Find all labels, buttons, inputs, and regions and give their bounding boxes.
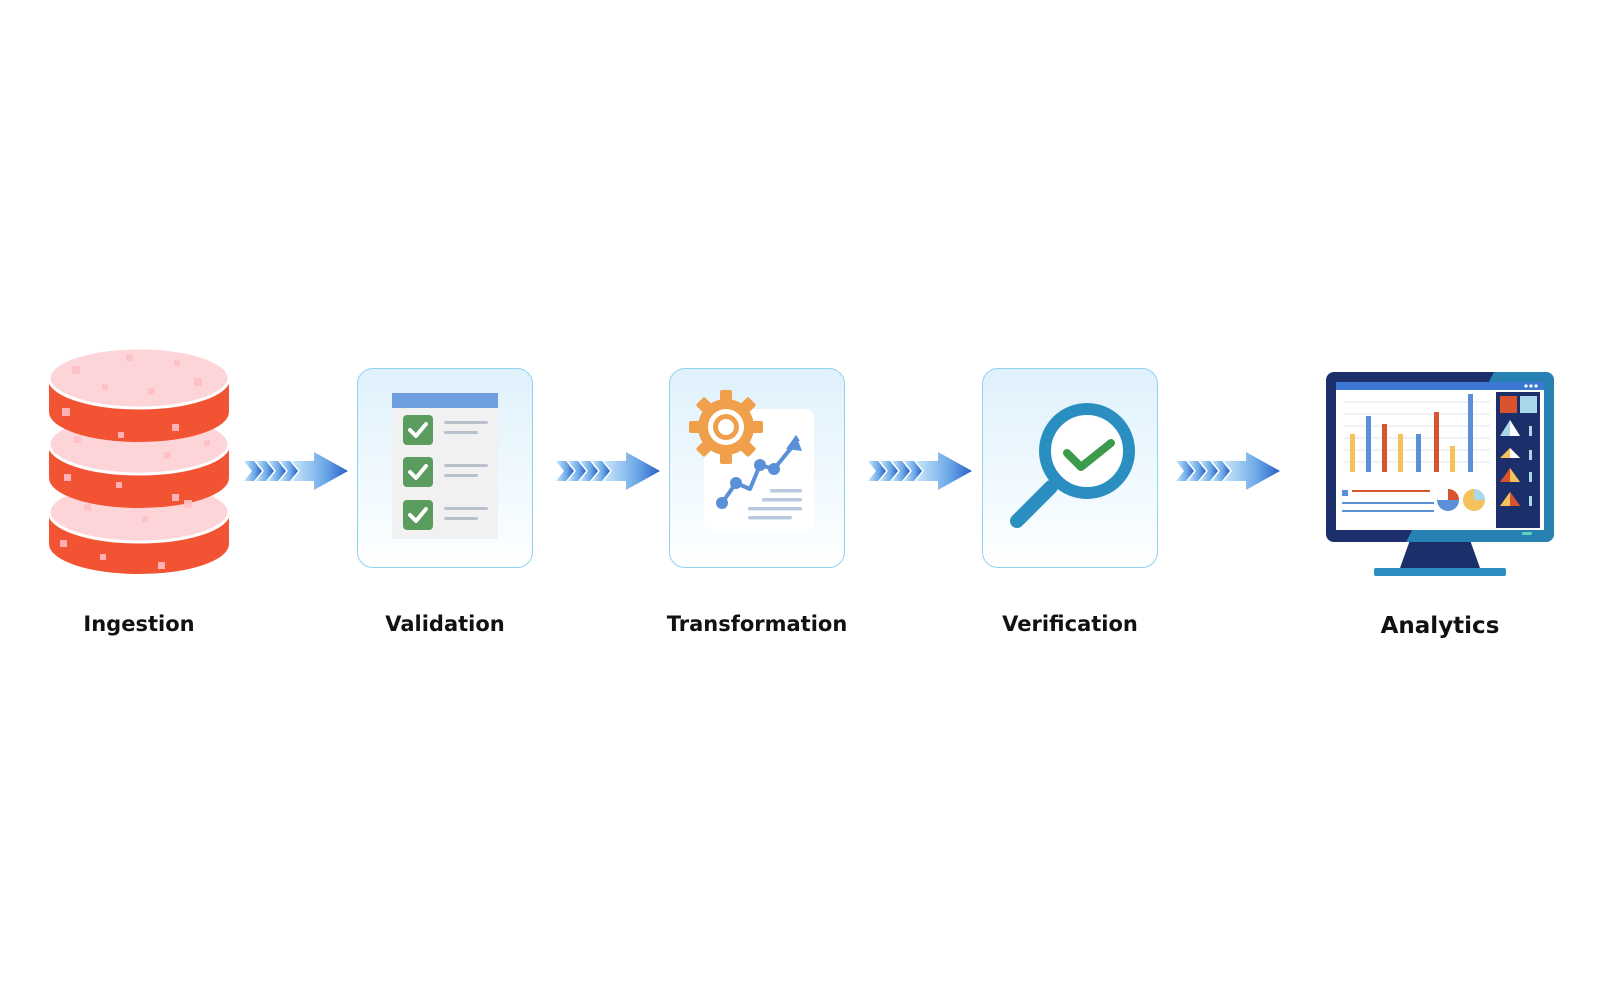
step-label-verification: Verification — [1002, 612, 1138, 636]
transformation-step — [669, 368, 845, 568]
arrow-icon — [868, 452, 972, 490]
analytics-step — [1326, 372, 1554, 582]
monitor-dashboard-icon — [1326, 372, 1554, 576]
step-label-transformation: Transformation — [666, 612, 848, 636]
ingestion-step — [44, 344, 234, 580]
arrow-icon — [556, 452, 660, 490]
step-label-analytics: Analytics — [1380, 613, 1500, 639]
arrow-icon — [1176, 452, 1280, 490]
arrow-icon — [244, 452, 348, 490]
checklist-icon — [392, 393, 498, 539]
step-label-validation: Validation — [385, 612, 505, 636]
step-label-ingestion: Ingestion — [83, 612, 195, 636]
validation-step — [357, 368, 533, 568]
verification-step — [982, 368, 1158, 568]
magnifier-check-icon — [1010, 403, 1135, 528]
gear-chart-icon — [689, 390, 814, 531]
database-icon — [47, 346, 231, 574]
